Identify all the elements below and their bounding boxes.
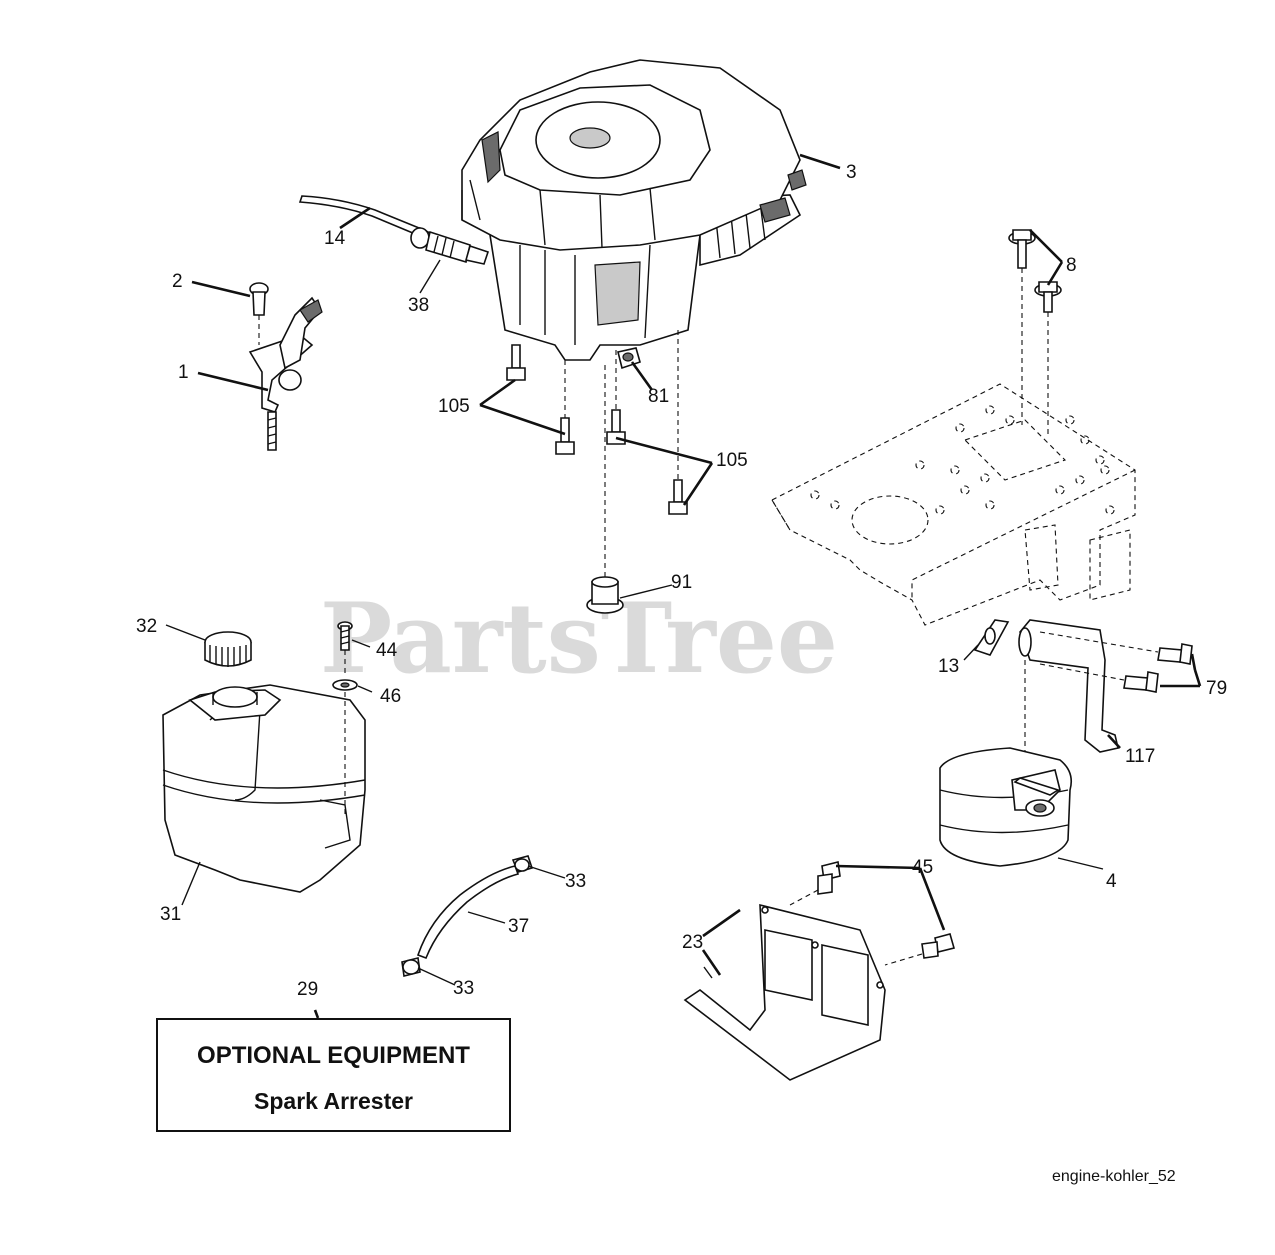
optional-equipment-box: OPTIONAL EQUIPMENT Spark Arrester	[156, 1018, 511, 1132]
tank-washer[interactable]	[332, 650, 358, 815]
callout-32: 32	[136, 616, 157, 637]
callout-45: 45	[912, 857, 933, 878]
callout-81: 81	[648, 386, 669, 407]
chassis-plate	[771, 383, 1136, 626]
engine-bolt[interactable]	[506, 344, 526, 381]
callout-4: 4	[1106, 871, 1117, 892]
engine-bolt[interactable]	[606, 350, 626, 445]
callout-2: 2	[172, 271, 183, 292]
engine-assembly[interactable]	[461, 59, 807, 361]
spacer-bushing[interactable]	[586, 365, 624, 614]
engine-bolt[interactable]	[668, 330, 688, 515]
callout-79: 79	[1206, 678, 1227, 699]
callout-1: 1	[178, 362, 189, 383]
figure-id: engine-kohler_52	[1052, 1168, 1176, 1185]
exhaust-gasket[interactable]	[973, 619, 1010, 656]
fuel-tank[interactable]	[162, 684, 366, 893]
muffler[interactable]	[939, 747, 1073, 867]
callout-33-upper: 33	[565, 871, 586, 892]
throttle-control[interactable]	[248, 296, 323, 451]
callout-14: 14	[324, 228, 346, 249]
optional-equipment-title: OPTIONAL EQUIPMENT	[197, 1042, 470, 1069]
spark-arrester-label: Spark Arrester	[254, 1088, 413, 1114]
callout-13: 13	[938, 656, 959, 677]
callout-91: 91	[671, 572, 692, 593]
callout-23: 23	[682, 932, 703, 953]
fuel-cap[interactable]	[204, 631, 252, 667]
fuel-filter[interactable]	[410, 227, 490, 265]
callout-44: 44	[376, 640, 398, 661]
watermark-text: PartsTree	[320, 582, 838, 695]
callout-117: 117	[1125, 746, 1155, 767]
heat-shield-screw[interactable]	[789, 861, 841, 906]
callout-46: 46	[380, 686, 401, 707]
fuel-hose[interactable]	[416, 865, 520, 960]
engine-nut[interactable]	[617, 347, 641, 370]
leader-lines	[165, 153, 1202, 1019]
callout-38: 38	[408, 295, 429, 316]
hose-clamp[interactable]	[401, 957, 421, 977]
callout-105-left: 105	[438, 396, 470, 417]
throttle-screw[interactable]	[249, 282, 269, 345]
engine-bolt[interactable]	[555, 360, 575, 455]
callout-105-right: 105	[716, 450, 748, 471]
heat-shield-screw[interactable]	[884, 933, 955, 966]
heat-shield[interactable]	[683, 903, 886, 1081]
callout-37: 37	[508, 916, 529, 937]
tank-screw[interactable]	[337, 621, 353, 651]
callout-3: 3	[846, 162, 857, 183]
callout-33-lower: 33	[453, 978, 474, 999]
hose-clamp[interactable]	[511, 855, 534, 873]
callout-8: 8	[1066, 255, 1077, 276]
exhaust-bolt[interactable]	[1039, 631, 1193, 665]
callout-labels: 1 2 3 4 8 13 14 23 29 31 32 33 33 37 38 …	[136, 162, 1227, 1000]
exhaust-bolt[interactable]	[1039, 663, 1159, 693]
callout-31: 31	[160, 904, 181, 925]
callout-29: 29	[297, 979, 318, 1000]
flange-bolt[interactable]	[1008, 229, 1036, 425]
